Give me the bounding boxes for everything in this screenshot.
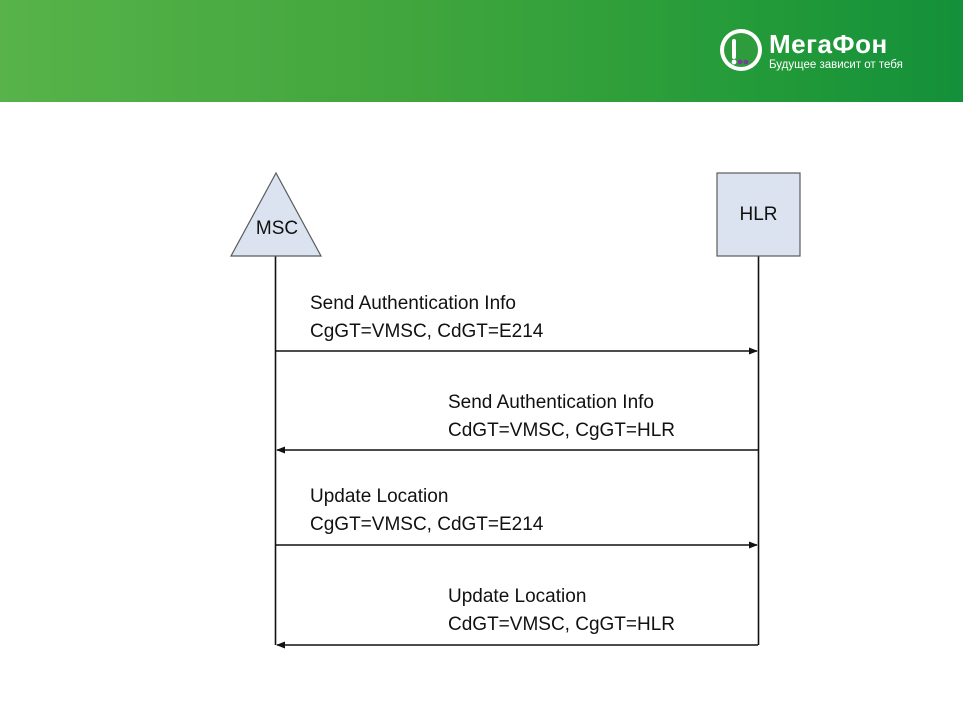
hlr-node: HLR [716,172,801,257]
message-3-params: CgGT=VMSC, CdGT=E214 [310,514,544,535]
message-2-params: CdGT=VMSC, CgGT=HLR [448,420,675,441]
message-1: Send Authentication Info CgGT=VMSC, CdGT… [276,293,758,355]
message-4: Update Location CdGT=VMSC, CgGT=HLR [276,586,758,649]
msc-triangle [229,171,323,257]
megafon-logo-icon [720,29,762,71]
logo-wordmark: МегаФон [769,29,888,59]
message-3: Update Location CgGT=VMSC, CdGT=E214 [276,486,758,549]
header-bar: МегаФон Будущее зависит от тебя [0,0,963,102]
message-3-name: Update Location [310,486,448,507]
logo-slogan: Будущее зависит от тебя [769,59,903,71]
megafon-logo: МегаФон Будущее зависит от тебя [719,25,929,79]
message-1-name: Send Authentication Info [310,293,516,314]
message-4-name: Update Location [448,586,586,607]
hlr-label: HLR [739,204,777,225]
msc-node: MSC [229,171,323,257]
message-2-name: Send Authentication Info [448,392,654,413]
message-2: Send Authentication Info CdGT=VMSC, CgGT… [276,392,758,454]
hlr-box [716,172,801,257]
message-4-params: CdGT=VMSC, CgGT=HLR [448,614,675,635]
message-1-params: CgGT=VMSC, CdGT=E214 [310,321,544,342]
msc-label: MSC [256,218,298,239]
